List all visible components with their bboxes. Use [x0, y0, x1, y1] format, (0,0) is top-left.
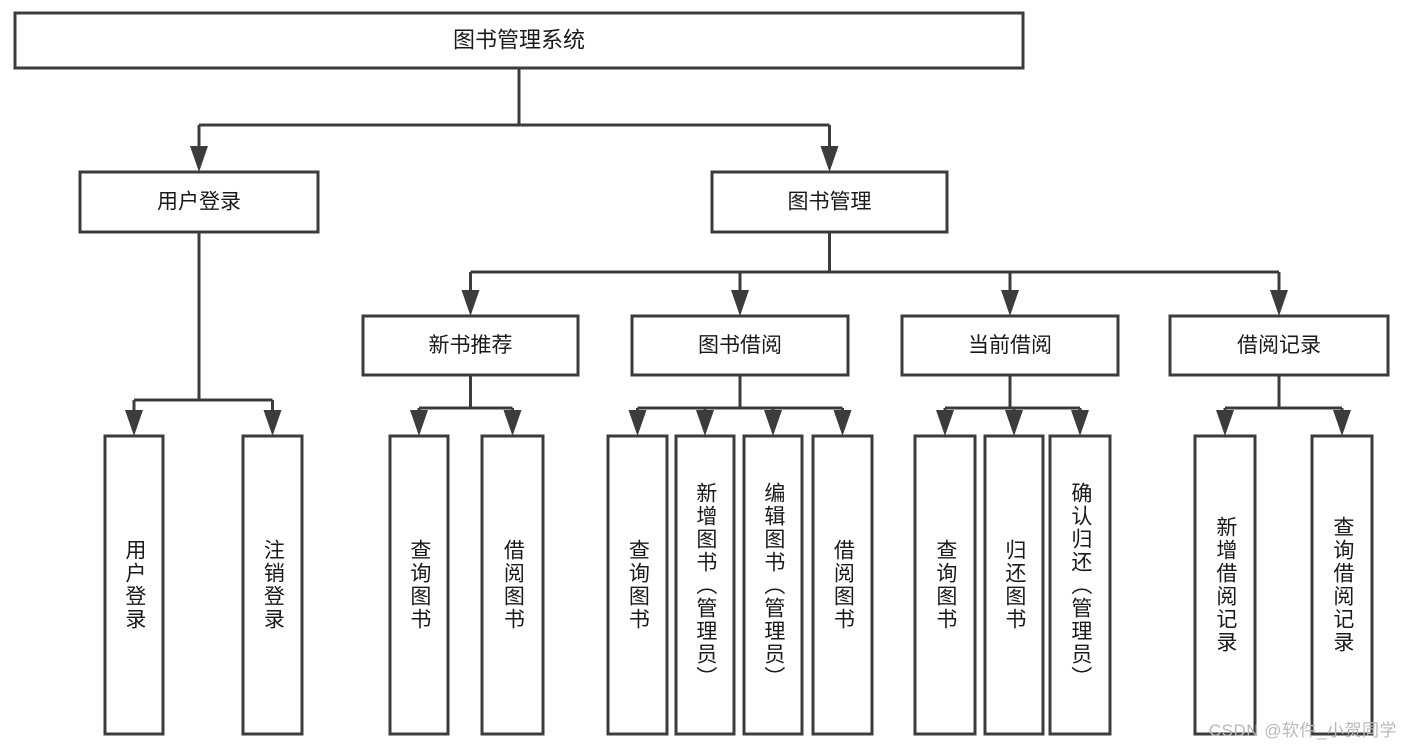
arrow-head-icon-4-3 — [833, 410, 852, 436]
watermark-text: CSDN @软件_小贺同学 — [1208, 721, 1397, 740]
node-box-level1-0[interactable] — [78, 170, 320, 234]
node-box-level2-2[interactable] — [900, 314, 1120, 377]
arrow-head-icon-5-2 — [1071, 410, 1089, 436]
node-box-level2-1[interactable] — [630, 314, 850, 377]
connector-layer — [125, 68, 1351, 436]
arrow-head-icon-5-1 — [1005, 410, 1023, 436]
arrow-head-icon-2-3 — [1270, 290, 1288, 316]
node-box-leaf-5[interactable] — [674, 434, 736, 736]
arrow-head-icon-3-1 — [503, 410, 522, 436]
node-box-leaf-10[interactable] — [1048, 434, 1112, 736]
node-label-level2-2: 当前借阅 — [968, 334, 1052, 357]
node-box-root-0[interactable] — [13, 11, 1025, 70]
node-box-leaf-8[interactable] — [913, 434, 977, 736]
arrow-head-icon-0-0 — [190, 146, 208, 172]
node-box-leaf-1[interactable] — [241, 434, 304, 736]
node-label-level1-1: 图书管理 — [788, 191, 872, 214]
node-box-leaf-9[interactable] — [983, 434, 1045, 736]
arrow-head-icon-4-2 — [764, 410, 782, 436]
arrow-head-icon-1-1 — [263, 410, 282, 436]
arrow-head-icon-5-0 — [936, 410, 954, 436]
node-label-level1-0: 用户登录 — [157, 191, 241, 214]
node-box-leaf-11[interactable] — [1193, 434, 1257, 736]
node-box-level2-3[interactable] — [1168, 314, 1390, 377]
arrow-head-icon-4-0 — [628, 410, 647, 436]
node-box-leaf-6[interactable] — [742, 434, 804, 736]
node-box-leaf-12[interactable] — [1310, 434, 1374, 736]
arrow-head-icon-4-1 — [696, 410, 714, 436]
arrow-head-icon-6-0 — [1216, 410, 1234, 436]
arrow-head-icon-1-0 — [125, 410, 143, 436]
node-box-level1-1[interactable] — [710, 170, 949, 234]
node-box-leaf-7[interactable] — [811, 434, 874, 736]
node-box-leaf-2[interactable] — [388, 434, 450, 736]
node-label-level2-0: 新书推荐 — [429, 334, 513, 357]
arrow-head-icon-6-1 — [1333, 410, 1351, 436]
node-label-level2-3: 借阅记录 — [1237, 334, 1321, 357]
arrow-head-icon-2-0 — [461, 290, 480, 316]
arrow-head-icon-3-0 — [410, 410, 428, 436]
node-box-leaf-3[interactable] — [480, 434, 545, 736]
node-box-level2-0[interactable] — [361, 314, 580, 377]
node-label-root-0: 图书管理系统 — [453, 27, 585, 52]
arrow-head-icon-0-1 — [820, 146, 839, 172]
node-box-leaf-0[interactable] — [103, 434, 165, 736]
node-box-leaf-4[interactable] — [606, 434, 669, 736]
arrow-head-icon-2-1 — [731, 290, 749, 316]
arrow-head-icon-2-2 — [1001, 290, 1019, 316]
node-label-level2-1: 图书借阅 — [698, 334, 782, 357]
node-box-layer — [13, 11, 1390, 736]
